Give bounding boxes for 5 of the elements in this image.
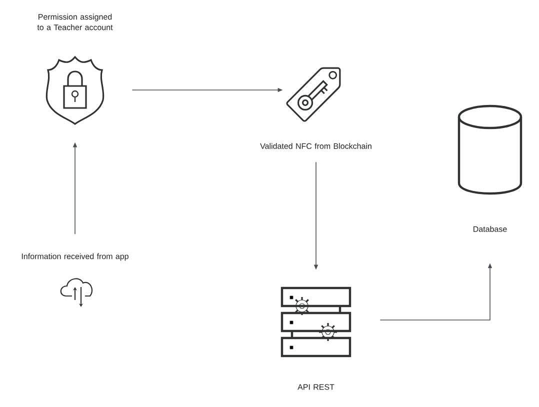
node-label: Validated NFC from Blockchain — [260, 143, 372, 149]
node-label: API REST — [298, 384, 334, 390]
node-label: Permission assigned to a Teacher account — [37, 14, 113, 30]
node-label: Information received from app — [22, 253, 128, 261]
node-label: Database — [474, 226, 507, 232]
